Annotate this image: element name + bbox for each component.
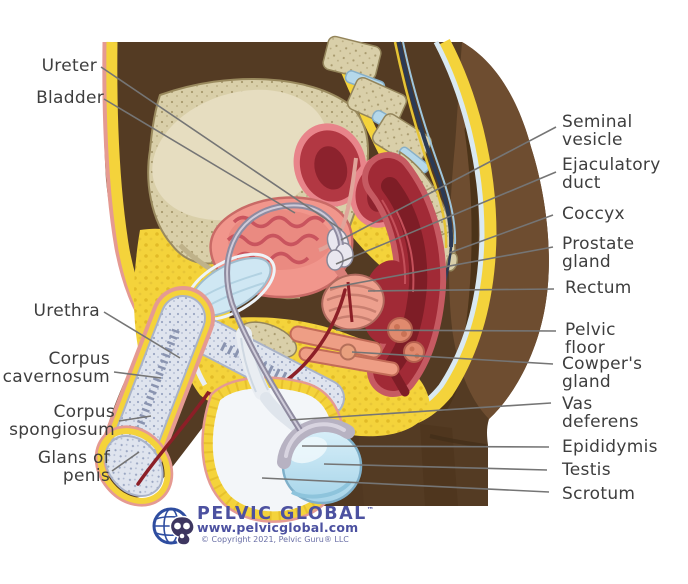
label-ureter: Ureter xyxy=(41,56,97,76)
label-epididymis: Epididymis xyxy=(562,437,658,457)
label-scrotum: Scrotum xyxy=(562,484,636,504)
label-bladder: Bladder xyxy=(36,88,104,108)
label-testis: Testis xyxy=(562,460,611,480)
prostate-shape xyxy=(321,273,385,331)
logo-copyright: © Copyright 2021, Pelvic Guru® LLC xyxy=(201,535,349,544)
label-coccyx: Coccyx xyxy=(562,204,625,224)
leader-lines xyxy=(100,66,557,493)
label-corpus-cavernosum: Corpus cavernosum xyxy=(2,349,110,387)
label-prostate-gland: Prostate gland xyxy=(562,234,635,272)
vas-deferens-shape xyxy=(224,202,344,432)
label-corpus-spongiosum: Corpus spongiosum xyxy=(9,402,115,440)
label-cowpers-gland: Cowper's gland xyxy=(562,354,643,392)
label-ejaculatory-duct: Ejaculatory duct xyxy=(562,155,661,193)
label-vas-deferens: Vas deferens xyxy=(562,394,639,432)
penis-shape xyxy=(94,286,347,507)
label-seminal-vesicle: Seminal vesicle xyxy=(562,112,633,150)
label-rectum: Rectum xyxy=(565,278,632,298)
label-glans-of-penis: Glans of penis xyxy=(37,448,110,486)
logo-trademark: ™ xyxy=(366,506,374,515)
logo-url: www.pelvicglobal.com xyxy=(197,520,359,535)
label-urethra: Urethra xyxy=(33,301,100,321)
logo-title: PELVIC GLOBAL™ xyxy=(197,504,374,524)
label-pelvic-floor: Pelvic floor xyxy=(565,320,616,358)
globe-pelvis-icon xyxy=(152,507,195,546)
